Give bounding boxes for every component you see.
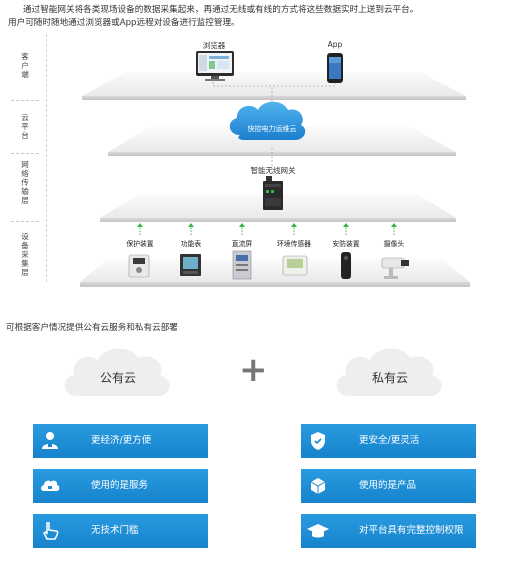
power-meter-icon (180, 254, 201, 276)
private-cloud-shape (336, 348, 442, 396)
layer-label-cloud: 云平台 (21, 113, 29, 140)
private-cloud-title: 私有云 (371, 371, 408, 385)
private-feature-secure: 更安全/更灵活 (301, 424, 476, 458)
app-label: App (327, 40, 343, 49)
feature-label: 更经济/更方便 (91, 435, 152, 446)
device-label: 安防装置 (332, 240, 360, 248)
browser-monitor-icon (196, 51, 234, 81)
feature-label: 更安全/更灵活 (359, 435, 420, 446)
layer-label-client: 客户端 (21, 52, 29, 79)
cloud-icon (41, 480, 60, 491)
layer-separator (11, 153, 39, 154)
client-plane (82, 72, 466, 100)
device-label: 摄像头 (383, 240, 405, 248)
layer-divider-line (46, 34, 47, 282)
cloud-label: 快控电力运维云 (247, 125, 297, 133)
feature-label: 无技术门槛 (91, 525, 139, 536)
protection-device-icon (128, 254, 150, 278)
graduation-cap-icon (307, 524, 329, 538)
environment-sensor-icon (282, 255, 308, 276)
layer-separator (11, 100, 39, 101)
intro-text: 通过智能网关将各类现场设备的数据采集起来，再通过无线或有线的方式将这些数据实时上… (8, 4, 503, 30)
hand-pointer-icon (42, 522, 59, 540)
private-feature-product: 使用的是产品 (301, 469, 476, 503)
shield-icon (311, 432, 325, 450)
device-label: 环境传感器 (277, 240, 311, 248)
dc-panel-icon (232, 250, 252, 280)
user-icon (42, 432, 58, 449)
public-feature-no-barrier: 无技术门槛 (33, 514, 208, 548)
public-feature-service: 使用的是服务 (33, 469, 208, 503)
public-cloud-title: 公有云 (99, 371, 136, 385)
deployment-subtitle: 可根据客户情况提供公有云服务和私有云部署 (6, 323, 178, 333)
device-plane (80, 259, 470, 287)
private-feature-control: 对平台具有完整控制权限 (301, 514, 476, 548)
architecture-diagram (80, 51, 470, 287)
intro-line-1: 通过智能网关将各类现场设备的数据采集起来，再通过无线或有线的方式将这些数据实时上… (23, 5, 419, 15)
camera-icon (381, 257, 409, 279)
layer-label-device: 设备采集层 (21, 232, 29, 277)
device-label: 保护装置 (126, 240, 154, 248)
gateway-label: 智能无线网关 (250, 166, 296, 175)
feature-label: 使用的是产品 (359, 480, 417, 491)
feature-label: 使用的是服务 (91, 480, 149, 491)
intro-line-2: 用户可随时随地通过浏览器或App远程对设备进行监控管理。 (8, 18, 240, 28)
box-icon (310, 478, 326, 494)
browser-label: 浏览器 (202, 41, 226, 50)
layer-separator (11, 221, 39, 222)
security-device-icon (341, 252, 351, 279)
phone-icon (327, 53, 343, 83)
plus-icon: + (239, 350, 268, 390)
device-label: 直流屏 (231, 240, 253, 248)
layer-label-network: 网络传输层 (21, 160, 29, 205)
cloud-icon (229, 101, 306, 140)
public-cloud-shape (64, 348, 170, 396)
device-label: 功能表 (180, 240, 202, 248)
gateway-icon (263, 176, 283, 210)
public-feature-economical: 更经济/更方便 (33, 424, 208, 458)
feature-label: 对平台具有完整控制权限 (359, 525, 464, 536)
